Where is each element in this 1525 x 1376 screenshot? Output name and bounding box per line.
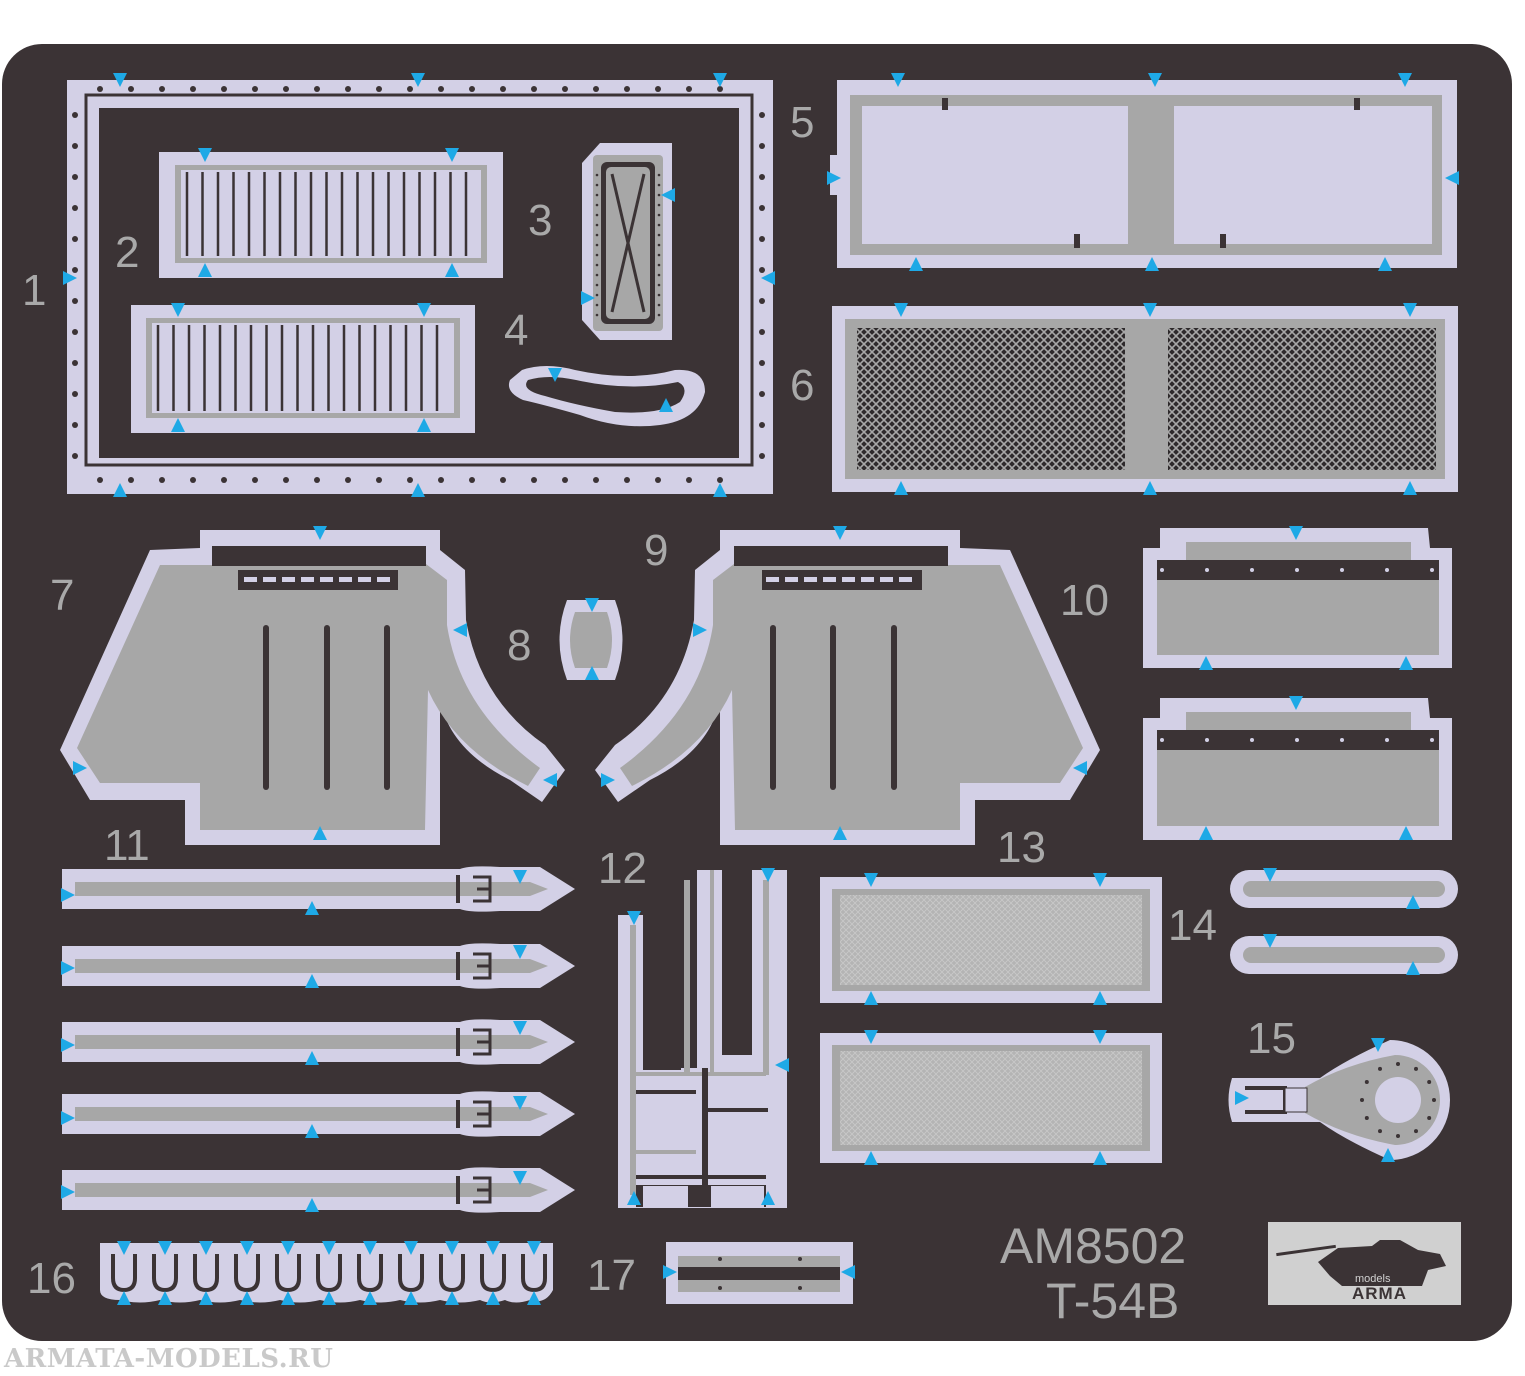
part-number-10: 10 (1060, 576, 1109, 625)
logo-brand-text: ARMA (1352, 1284, 1407, 1303)
logo-sub-text: models (1355, 1273, 1391, 1285)
part-number-13: 13 (997, 823, 1046, 872)
part-2-grille (159, 152, 503, 278)
part-number-9: 9 (644, 526, 668, 575)
part-2b-grille (131, 305, 475, 433)
part-13-mesh-b (820, 1033, 1162, 1163)
part-5-panel (830, 80, 1457, 268)
part-11-strips (62, 866, 575, 1213)
brand-logo: models ARMA (1268, 1222, 1461, 1305)
part-number-12: 12 (598, 844, 647, 893)
part-10-plate-b (1143, 698, 1452, 840)
part-7-fender (60, 530, 565, 845)
part-3-hatch (582, 143, 672, 340)
part-number-5: 5 (790, 98, 814, 147)
part-number-2: 2 (115, 228, 139, 277)
part-number-4: 4 (504, 306, 528, 355)
part-number-1: 1 (22, 266, 46, 315)
site-watermark: ARMATA-MODELS.RU (4, 1344, 334, 1374)
part-6-mesh-screen (832, 306, 1458, 492)
part-15-tow-ring (1228, 1040, 1450, 1160)
part-number-15: 15 (1247, 1014, 1296, 1063)
sheet-code: AM8502 (1000, 1218, 1186, 1274)
part-17-strap (666, 1242, 853, 1304)
part-10-plate-a (1143, 528, 1452, 668)
part-number-14: 14 (1168, 901, 1217, 950)
part-8-small-plate (559, 600, 623, 680)
part-number-3: 3 (528, 196, 552, 245)
part-number-labels: 1 2 3 4 5 6 7 8 9 10 11 12 13 14 15 16 1… (22, 98, 1296, 1303)
part-16-clips (100, 1243, 553, 1303)
part-13-mesh-a (820, 877, 1162, 1003)
part-14-rings (1230, 870, 1458, 974)
part-12-bracket (618, 870, 787, 1208)
model-name: T-54B (1046, 1273, 1179, 1329)
part-number-17: 17 (587, 1251, 636, 1300)
part-number-16: 16 (27, 1254, 76, 1303)
part-4-handle (508, 366, 705, 427)
part-number-7: 7 (50, 571, 74, 620)
part-number-11: 11 (104, 821, 150, 870)
part-9-fender (595, 530, 1100, 845)
part-number-6: 6 (790, 361, 814, 410)
part-number-8: 8 (507, 621, 531, 670)
attachment-gates (61, 73, 1459, 1305)
